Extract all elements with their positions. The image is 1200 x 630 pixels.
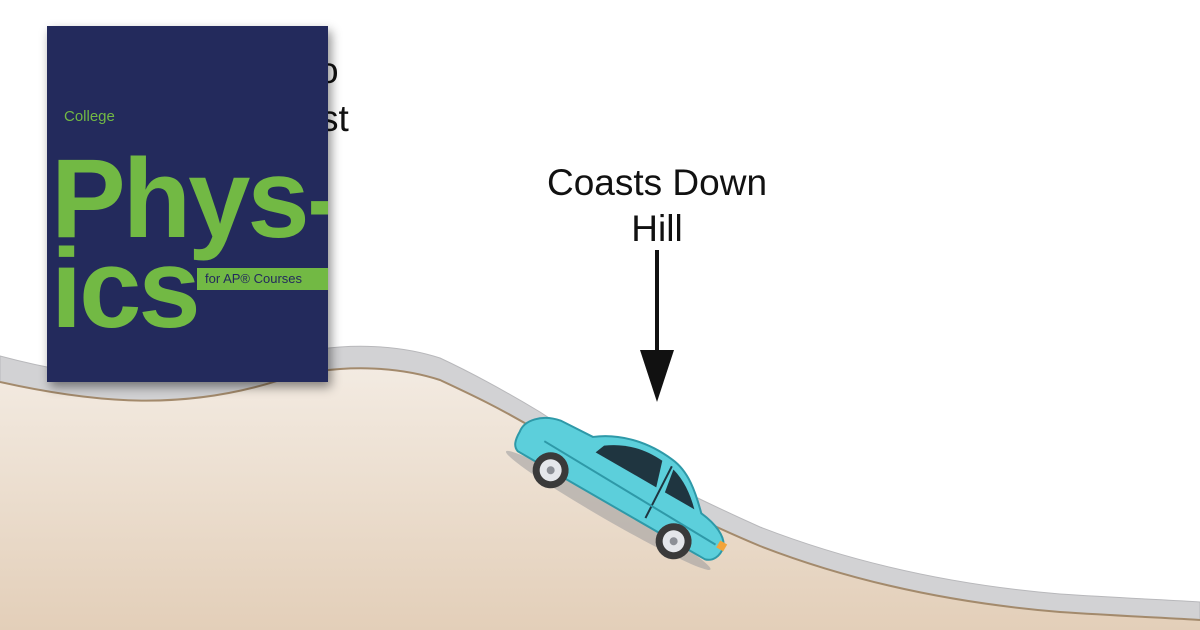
coast-label-line1: Coasts Down [546, 162, 768, 203]
down-arrow-icon [640, 250, 674, 402]
cover-small-title: College [64, 108, 115, 125]
coast-label: Coasts Down Hill [507, 160, 807, 252]
cover-title-line2: ics [51, 226, 201, 351]
book-cover: College Phys- ics for AP® Courses [47, 26, 328, 382]
cover-tag: for AP® Courses [197, 268, 328, 290]
car-icon [505, 417, 728, 570]
cover-title-line1: Phys- [51, 136, 328, 261]
coast-label-line2: Hill [631, 208, 683, 249]
